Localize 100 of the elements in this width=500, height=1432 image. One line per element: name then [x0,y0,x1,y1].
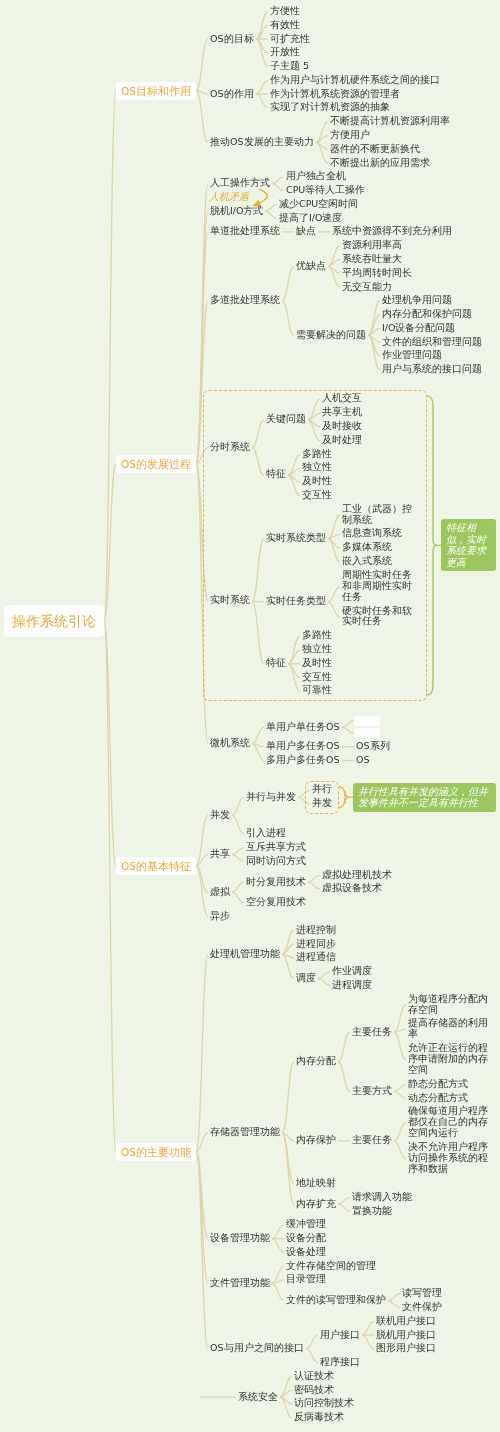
branch-line [251,447,265,476]
topic-label: 文件管理功能 [208,1277,272,1289]
topic-label: 地址映射 [294,1178,338,1189]
branch-line [307,419,321,428]
topic-label: 图形用户接口 [374,1343,438,1355]
branch-line [317,970,331,980]
topic-label: 脱机用户接口 [374,1329,438,1341]
branch-line [281,943,295,955]
topic-label: 系统中资源得不到充分利用 [330,226,454,238]
topic-label: 多路性 [299,448,334,460]
topic-label: 微机系统 [208,738,252,750]
topic-label: 缺点 [294,226,318,238]
branch-line [337,1140,351,1142]
branch-line [251,600,265,665]
topic-label: OS的目标 [208,33,256,45]
branch-line [393,1003,407,1033]
topic-label: 平均周转时间长 [340,267,414,279]
branch-line [264,210,278,219]
branch-line [287,453,301,476]
branch-line [367,334,381,371]
branch-line [195,1150,209,1285]
branch-line [387,1300,401,1309]
topic-label: 实现了对计算机资源的抽象 [268,102,392,114]
branch-line [367,300,381,336]
topic-label: 器件的不断更新换代 [328,143,422,155]
branch-line [305,1334,319,1350]
topic-label: 进程控制 [294,924,338,936]
topic-label: 多道批处理系统 [208,295,282,307]
topic-label: 设备管理功能 [208,1233,272,1245]
topic-label: 脱机I/O方式 [208,205,266,217]
branch-line [281,300,295,336]
bracket [426,395,442,696]
branch-line [287,474,301,483]
topic-label: 置换功能 [350,1205,394,1217]
topic-label: OS的作用 [208,88,256,100]
branch-line [387,1293,401,1302]
topic-label: 文件保护 [400,1302,444,1313]
topic-label: 可靠性 [299,685,334,697]
branch-line [231,846,245,856]
topic-label: 引入进程 [244,828,288,840]
branch-line [307,412,321,421]
topic-label: 并行与并发 [244,791,298,803]
branch-line [231,881,245,893]
branch-line [195,447,209,465]
branch-line [337,1031,351,1063]
topic-label: 文件存储空间的管理 [284,1260,378,1272]
topic-label: 多媒体系统 [339,542,394,554]
topic-label: 作为计算机系统资源的管理者 [268,88,402,100]
topic-label: I/O设备分配问题 [380,322,458,334]
topic-label: 文件的读写管理和保护 [284,1295,388,1307]
branch-line [251,537,265,602]
topic-label: 内存扩充 [294,1198,338,1210]
topic-label: 虚拟设备技术 [320,883,384,895]
branch-line [279,1389,293,1398]
topic-label: 主要任务 [350,1026,394,1038]
topic-box: OS的发展过程 [116,454,196,473]
branch-line [315,134,329,143]
topic-label: 调度 [294,972,318,984]
branch-line [337,1061,351,1092]
topic-label: 特征 [263,469,288,481]
branch-line [327,265,341,288]
topic-label: 分时系统 [207,441,252,453]
topic-label: 可扩充性 [268,33,312,45]
branch-line [315,141,329,164]
branch-line [297,789,311,798]
branch-line [337,1203,351,1212]
branch-line [287,474,301,497]
topic-label: 虚拟处理机技术 [320,869,394,881]
branch-line [315,141,329,150]
branch-line [281,953,295,959]
branch-line [361,1334,375,1350]
branch-line [327,245,341,267]
branch-line [297,796,311,805]
topic-label: 内存保护 [294,1135,338,1147]
topic-label: 允许正在运行的程序申请附加的内存空间 [406,1043,496,1076]
branch-line [279,1396,293,1405]
branch-line [255,38,269,40]
topic-label: 周期性实时任务和非周期性实时任务 [339,569,422,603]
topic-label: 主要任务 [350,1135,394,1147]
topic-label: 工业（武器）控制系统 [339,503,422,526]
topic-label: 交互性 [299,671,334,683]
branch-line [317,977,331,986]
topic-label: 请求调入功能 [350,1191,414,1203]
branch-line [281,953,295,980]
branch-line [341,746,355,748]
topic-label: 目录管理 [284,1274,328,1286]
branch-line [195,1132,209,1153]
topic-label: 实时系统类型 [263,532,328,544]
topic-label: 方便用户 [328,129,372,141]
branch-line [307,419,321,442]
branch-line [361,1334,375,1336]
topic-label: 并发 [208,809,232,821]
branch-line [231,814,245,835]
topic-label: 交互性 [299,489,334,501]
topic-label: 存储器管理功能 [208,1127,282,1139]
branch-line [327,265,341,274]
topic-label: 共享 [208,848,232,860]
branch-line [271,1238,285,1254]
branch-line [367,327,381,336]
topic-label: 设备分配 [284,1233,328,1245]
